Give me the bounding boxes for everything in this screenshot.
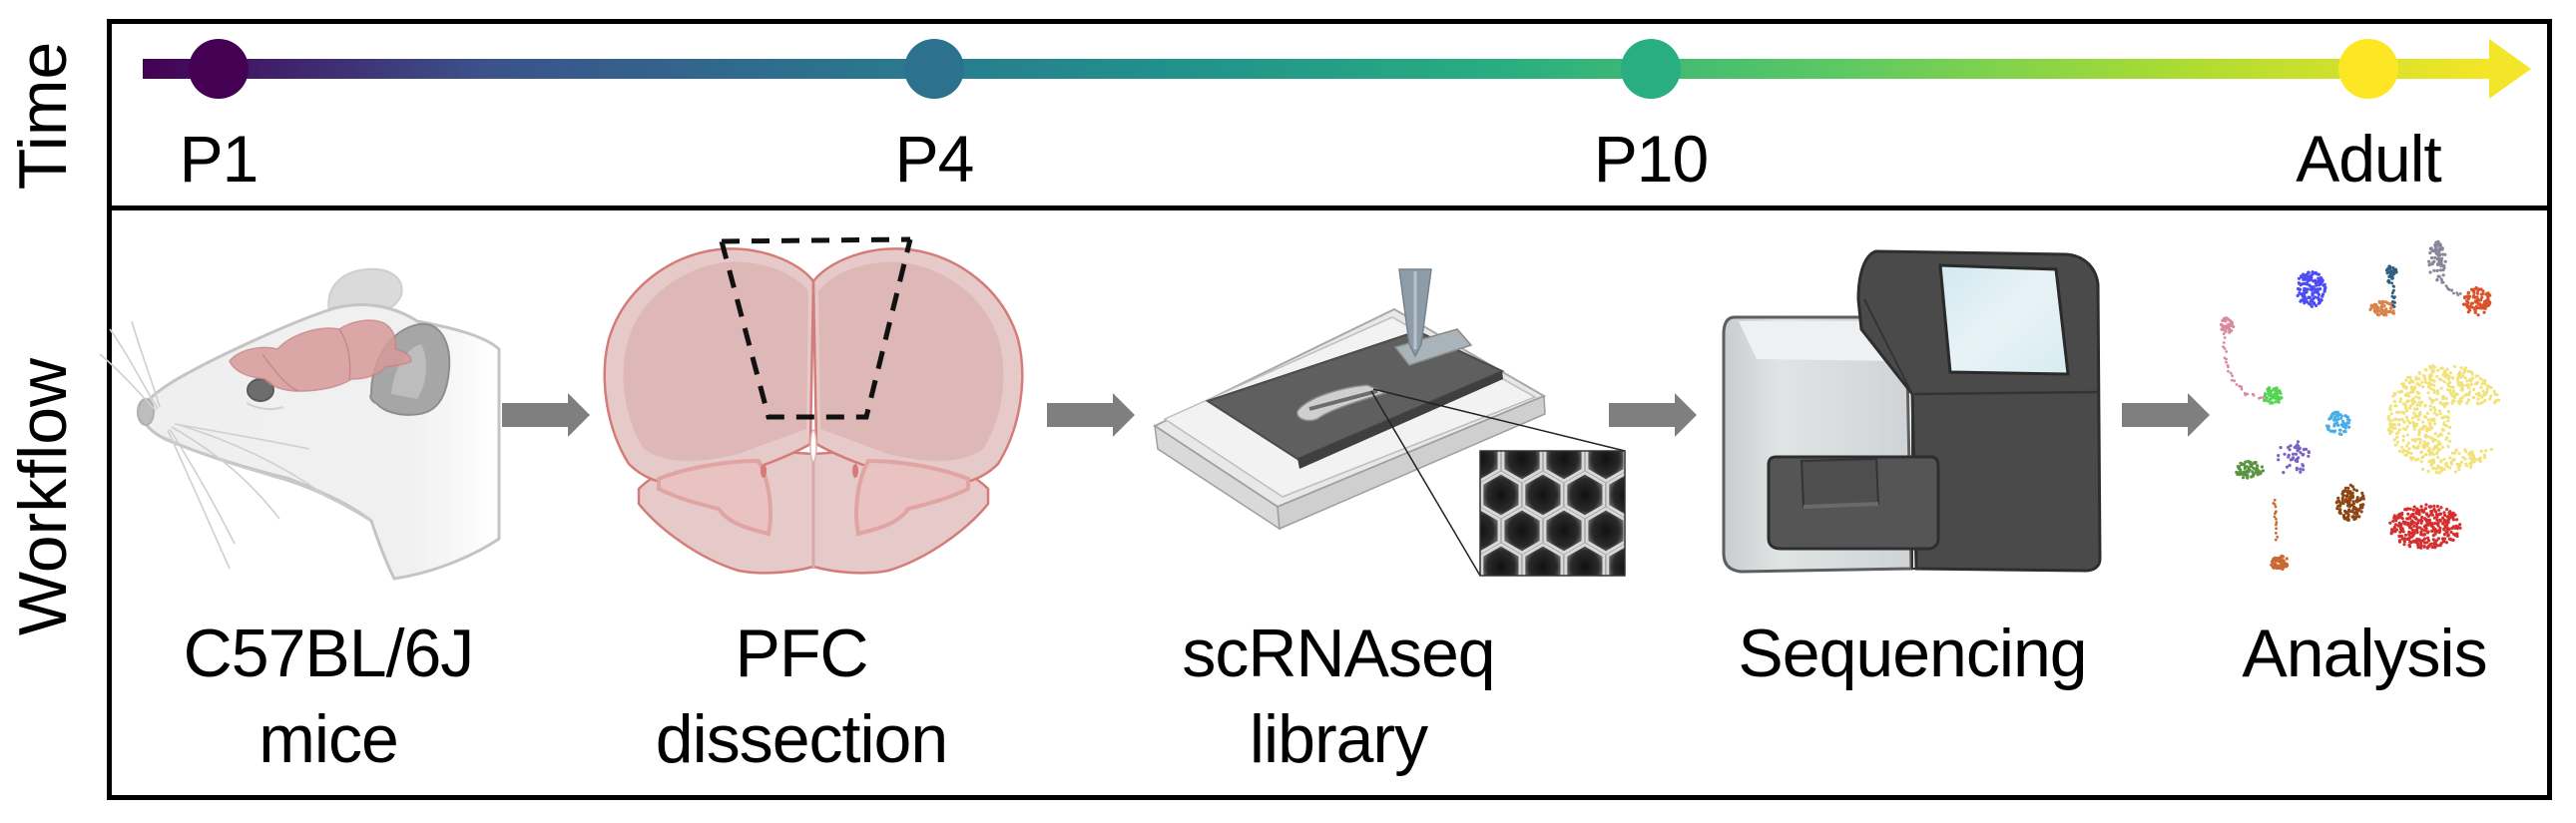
timepoint-dot-p10 <box>1621 39 1681 99</box>
microwell <box>1650 545 1688 589</box>
umap-cluster-teal <box>2384 264 2398 284</box>
microwell <box>1650 473 1688 517</box>
umap-cluster-burnt-orange <box>2270 554 2290 572</box>
timeline <box>143 39 2531 99</box>
microwell <box>1480 451 1501 483</box>
microwell <box>1545 581 1583 624</box>
step-label-dissection: PFC dissection <box>655 611 948 782</box>
microwell <box>1501 451 1543 483</box>
microwell-chip-icon <box>1152 268 1688 624</box>
step-label-line: PFC <box>735 616 868 691</box>
umap-cluster-pink <box>2219 316 2236 334</box>
sequencer-screen <box>1938 263 2070 376</box>
microwell <box>1503 581 1541 624</box>
step-label-line: Analysis <box>2242 616 2487 691</box>
umap-cluster-red-orange <box>2461 285 2492 317</box>
umap-cluster-tan-orange <box>2368 299 2395 317</box>
step-label-mice: C57BL/6J mice <box>183 611 475 782</box>
umap-trail-pink <box>2222 332 2266 400</box>
honeycomb-microwell-inset <box>1419 437 1688 624</box>
timeline-bar <box>143 59 2493 79</box>
microwell <box>1629 581 1667 624</box>
step-label-line: mice <box>258 701 399 777</box>
umap-cluster-purple <box>2277 440 2312 475</box>
umap-cluster-blue <box>2296 270 2327 308</box>
step-label-line: C57BL/6J <box>183 616 475 691</box>
umap-trail-teal <box>2390 281 2397 308</box>
step-label-line: library <box>1249 701 1428 777</box>
step-label-analysis: Analysis <box>2242 611 2487 696</box>
timepoint-dot-adult <box>2338 39 2398 99</box>
microwell <box>1585 451 1625 483</box>
umap-cluster-olive-green <box>2235 459 2265 480</box>
timepoint-label-p10: P10 <box>1593 122 1709 196</box>
umap-trail-burnt-orange <box>2272 498 2280 542</box>
coronal-brain-section-icon <box>603 236 1024 575</box>
timepoint-label-p1: P1 <box>179 122 259 196</box>
umap-cluster-yellow <box>2386 364 2501 475</box>
microwell <box>1440 545 1478 589</box>
timepoint-label-adult: Adult <box>2296 122 2441 196</box>
sequencer-icon <box>1722 249 2102 574</box>
umap-cluster-light-blue <box>2324 410 2351 436</box>
microwell <box>1585 507 1625 555</box>
zoom-line <box>1372 388 1626 452</box>
umap-trail-grey <box>2439 277 2462 296</box>
microwell <box>1606 544 1625 576</box>
microwell <box>1480 471 1522 519</box>
mouse-head-icon <box>99 267 501 581</box>
microwell <box>1440 473 1478 517</box>
microwell <box>1501 507 1543 555</box>
step-label-line: Sequencing <box>1738 616 2087 691</box>
microwell <box>1480 507 1501 555</box>
microwell <box>1522 543 1564 576</box>
microwell <box>1606 472 1625 518</box>
step-label-line: scRNAseq <box>1182 616 1495 691</box>
step-label-line: dissection <box>655 701 948 777</box>
umap-cluster-brown <box>2334 483 2365 523</box>
microwell <box>1480 543 1522 576</box>
zoom-line <box>1370 390 1481 577</box>
microwell <box>1522 471 1564 519</box>
umap-cluster-green <box>2262 386 2284 405</box>
microwell <box>1543 507 1585 555</box>
pfc-dissection-outline <box>719 236 913 420</box>
microwell <box>1564 543 1606 576</box>
figure-frame <box>107 19 2552 800</box>
panel-divider <box>107 206 2552 210</box>
microwell <box>1564 471 1606 519</box>
umap-cluster-grey <box>2427 239 2447 282</box>
workflow-arrow-icon <box>1047 393 1135 437</box>
umap-cluster-plot-icon <box>2219 239 2501 572</box>
workflow-arrow-icon <box>2122 393 2210 437</box>
microwell <box>1629 509 1667 553</box>
microwell <box>1419 509 1457 553</box>
timeline-arrowhead <box>2489 39 2531 99</box>
workflow-arrow-icon <box>1609 393 1697 437</box>
timepoint-dot-p4 <box>904 39 964 99</box>
step-label-sequencing: Sequencing <box>1738 611 2087 696</box>
microwell <box>1543 451 1585 483</box>
microwell <box>1629 437 1667 481</box>
step-label-library: scRNAseq library <box>1182 611 1495 782</box>
timepoint-label-p4: P4 <box>894 122 975 196</box>
workflow-arrow-icon <box>502 393 590 437</box>
microwell <box>1587 581 1625 624</box>
timepoint-dot-p1 <box>189 39 249 99</box>
umap-cluster-red <box>2388 503 2462 550</box>
